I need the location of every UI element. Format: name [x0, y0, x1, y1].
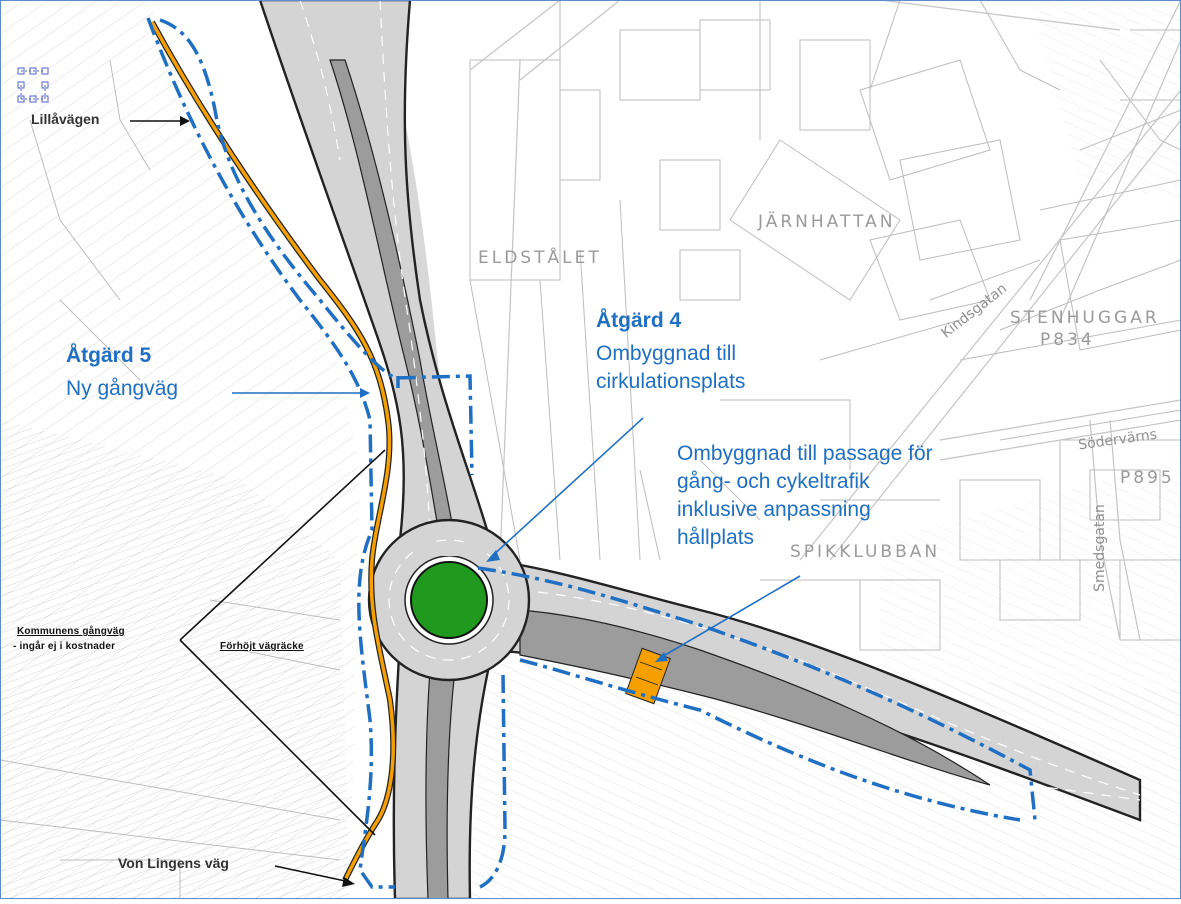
- label-kommunens-line2: - ingår ej i kostnader: [13, 641, 116, 652]
- label-von-lingens-vag: Von Lingens väg: [118, 855, 229, 871]
- map-label-eldstalet: ELDSTÅLET: [478, 248, 602, 268]
- map-label-smedsgatan: Smedsgatan: [1091, 504, 1108, 592]
- label-passage-line3: inklusive anpassning: [677, 498, 871, 521]
- label-atgard5-desc: Ny gångväg: [66, 377, 179, 400]
- label-lillavagen: Lillåvägen: [31, 111, 100, 127]
- label-atgard4-title: Åtgärd 4: [596, 309, 682, 332]
- black-arrowheads: [180, 116, 355, 887]
- new-walkway: [149, 20, 397, 882]
- label-atgard5-title: Åtgärd 5: [66, 344, 152, 367]
- roundabout-center-island: [410, 561, 488, 639]
- legend-marker-icon: [17, 67, 49, 103]
- label-forhojt-vagracke: Förhöjt vägräcke: [220, 641, 304, 652]
- map-label-jarnhattan: JÄRNHATTAN: [758, 212, 896, 232]
- label-passage-line2: gång- och cykeltrafik: [677, 470, 870, 493]
- leader-arrowheads: [360, 388, 668, 662]
- map-label-spikklubban: SPIKKLUBBAN: [790, 542, 941, 562]
- label-kommunens-line1: Kommunens gångväg: [17, 626, 125, 637]
- label-atgard4-desc-line1: Ombyggnad till: [596, 342, 737, 365]
- leader-lines: [232, 392, 801, 659]
- label-atgard4-desc-line2: cirkulationsplats: [596, 370, 746, 393]
- label-passage-line1: Ombyggnad till passage för: [677, 442, 933, 465]
- map-label-p834: P834: [1040, 330, 1095, 350]
- road-south-arm: [392, 638, 497, 901]
- label-passage-line4: hållplats: [677, 526, 755, 549]
- black-leader-lines: [130, 120, 386, 883]
- map-label-p895: P895: [1120, 468, 1175, 488]
- road-east-arm: [488, 558, 1142, 822]
- pedestrian-crossing: [625, 647, 671, 705]
- project-boundaries: [146, 17, 1037, 889]
- secondary-streets: [469, 0, 1181, 641]
- map-label-stenhuggar: STENHUGGAR: [1010, 308, 1160, 328]
